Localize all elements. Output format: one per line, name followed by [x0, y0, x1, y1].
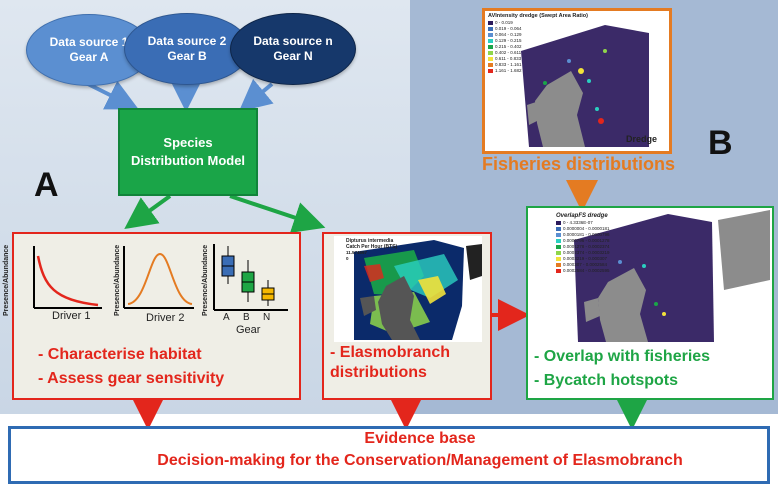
- driver1-ylabel: Presence/Abundance: [3, 244, 10, 316]
- fisheries-map-title: AVIntensity dredge (Swept Area Ratio): [488, 13, 588, 19]
- gear-boxplot: [213, 244, 288, 311]
- boxplot-n: [261, 280, 275, 306]
- bullet-characterise-habitat: - Characterise habitat: [38, 346, 202, 363]
- fisheries-distributions-caption: Fisheries distributions: [482, 154, 676, 174]
- elasmobranch-line1: - Elasmobranch: [330, 344, 451, 361]
- elasmobranch-line2: distributions: [330, 364, 427, 381]
- decision-making-text: Decision-making for the Conservation/Man…: [157, 452, 683, 469]
- fisheries-map-legend: 0 - 0.019 0.019 - 0.064 0.064 - 0.129 0.…: [488, 20, 522, 74]
- bullet-overlap-with-fisheries: - Overlap with fisheries: [534, 348, 711, 365]
- driver2-ylabel: Presence/Abundance: [114, 244, 121, 316]
- evidence-base-box: [8, 426, 770, 484]
- gear-tick-n: N: [263, 312, 271, 323]
- overlap-map-legend: 0 - 4.3336E-07 0.0000004 - 0.0000181 0.0…: [556, 220, 610, 274]
- driver2-plot: [123, 246, 194, 309]
- arrow-sdm-to-elasmo: [229, 194, 326, 233]
- elasmobranch-map: [334, 236, 482, 342]
- label-a: A: [34, 166, 59, 204]
- overlap-map-title: OverlapFS dredge: [556, 213, 608, 219]
- label-b: B: [708, 124, 733, 162]
- bullet-bycatch-hotspots: - Bycatch hotspots: [534, 372, 679, 389]
- gear-ylabel: Presence/Abundance: [202, 244, 209, 316]
- arrow-sdm-to-habitat: [124, 194, 172, 230]
- elasmo-legend-high: 11.574667: [346, 250, 368, 255]
- driver1-xlabel: Driver 1: [52, 310, 91, 322]
- boxplot-a: [221, 246, 235, 284]
- gear-tick-a: A: [223, 312, 230, 323]
- habitat-box: [12, 232, 301, 400]
- driver2-xlabel: Driver 2: [146, 312, 185, 324]
- fisheries-map: [485, 11, 669, 151]
- arrow-sourcen-to-sdm: [238, 78, 274, 112]
- arrow-source1-to-sdm: [87, 80, 139, 110]
- fisheries-map-label: Dredge: [626, 134, 658, 144]
- bullet-assess-gear-sensitivity: - Assess gear sensitivity: [38, 370, 225, 387]
- boxplot-b: [241, 260, 255, 302]
- elasmo-legend-low: 0: [346, 256, 349, 261]
- gear-xlabel: Gear: [236, 324, 261, 336]
- driver1-plot: [33, 246, 102, 309]
- evidence-base-title: Evidence base: [364, 430, 476, 447]
- overlap-map: [548, 210, 770, 344]
- elasmo-map-title: Dipturus intermedia: [346, 238, 394, 244]
- elasmo-map-subtitle: Catch Per Hour (BTS): [346, 244, 398, 250]
- gear-tick-b: B: [243, 312, 250, 323]
